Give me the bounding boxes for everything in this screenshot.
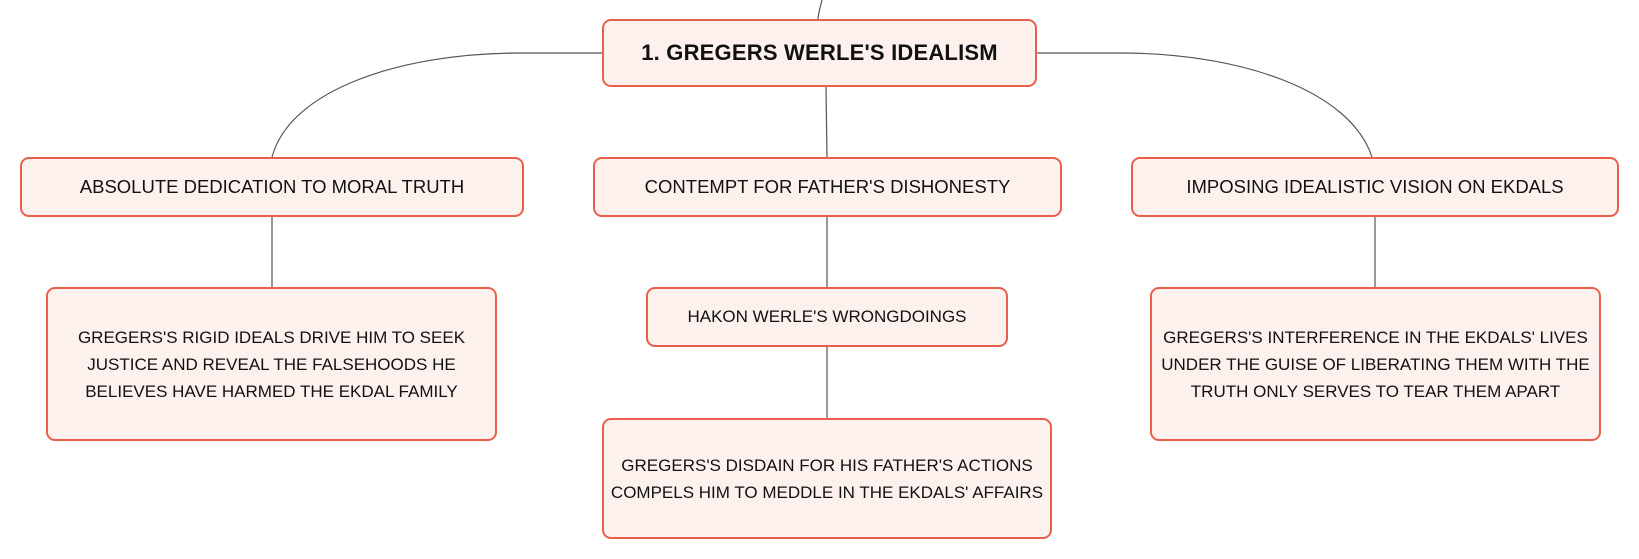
root-node-label: 1. GREGERS WERLE'S IDEALISM — [641, 40, 998, 65]
connector-root-to-branch-3 — [1037, 52, 1373, 158]
leaf-node-label: GREGERS'S DISDAIN FOR HIS FATHER'S ACTIO… — [610, 455, 1044, 502]
root-node[interactable]: 1. GREGERS WERLE'S IDEALISM — [602, 19, 1037, 87]
sub-node-hakon-wrongdoings[interactable]: HAKON WERLE'S WRONGDOINGS — [646, 287, 1008, 347]
branch-node-idealistic-vision[interactable]: IMPOSING IDEALISTIC VISION ON EKDALS — [1131, 157, 1619, 217]
leaf-node-interference[interactable]: GREGERS'S INTERFERENCE IN THE EKDALS' LI… — [1150, 287, 1601, 441]
connector-root-to-branch-1 — [271, 52, 602, 158]
leaf-node-label: GREGERS'S RIGID IDEALS DRIVE HIM TO SEEK… — [77, 327, 466, 401]
branch-node-label: ABSOLUTE DEDICATION TO MORAL TRUTH — [79, 176, 465, 197]
leaf-node-label: GREGERS'S INTERFERENCE IN THE EKDALS' LI… — [1161, 327, 1590, 401]
branch-node-label: IMPOSING IDEALISTIC VISION ON EKDALS — [1186, 176, 1564, 197]
connector-parent-to-root — [817, 0, 823, 21]
sub-node-label: HAKON WERLE'S WRONGDOINGS — [687, 307, 967, 326]
leaf-node-rigid-ideals[interactable]: GREGERS'S RIGID IDEALS DRIVE HIM TO SEEK… — [46, 287, 497, 441]
branch-node-fathers-dishonesty[interactable]: CONTEMPT FOR FATHER'S DISHONESTY — [593, 157, 1062, 217]
branch-node-label: CONTEMPT FOR FATHER'S DISHONESTY — [644, 176, 1011, 197]
connector-root-to-branch-2 — [825, 86, 828, 158]
leaf-node-disdain[interactable]: GREGERS'S DISDAIN FOR HIS FATHER'S ACTIO… — [602, 418, 1052, 539]
branch-node-moral-truth[interactable]: ABSOLUTE DEDICATION TO MORAL TRUTH — [20, 157, 524, 217]
